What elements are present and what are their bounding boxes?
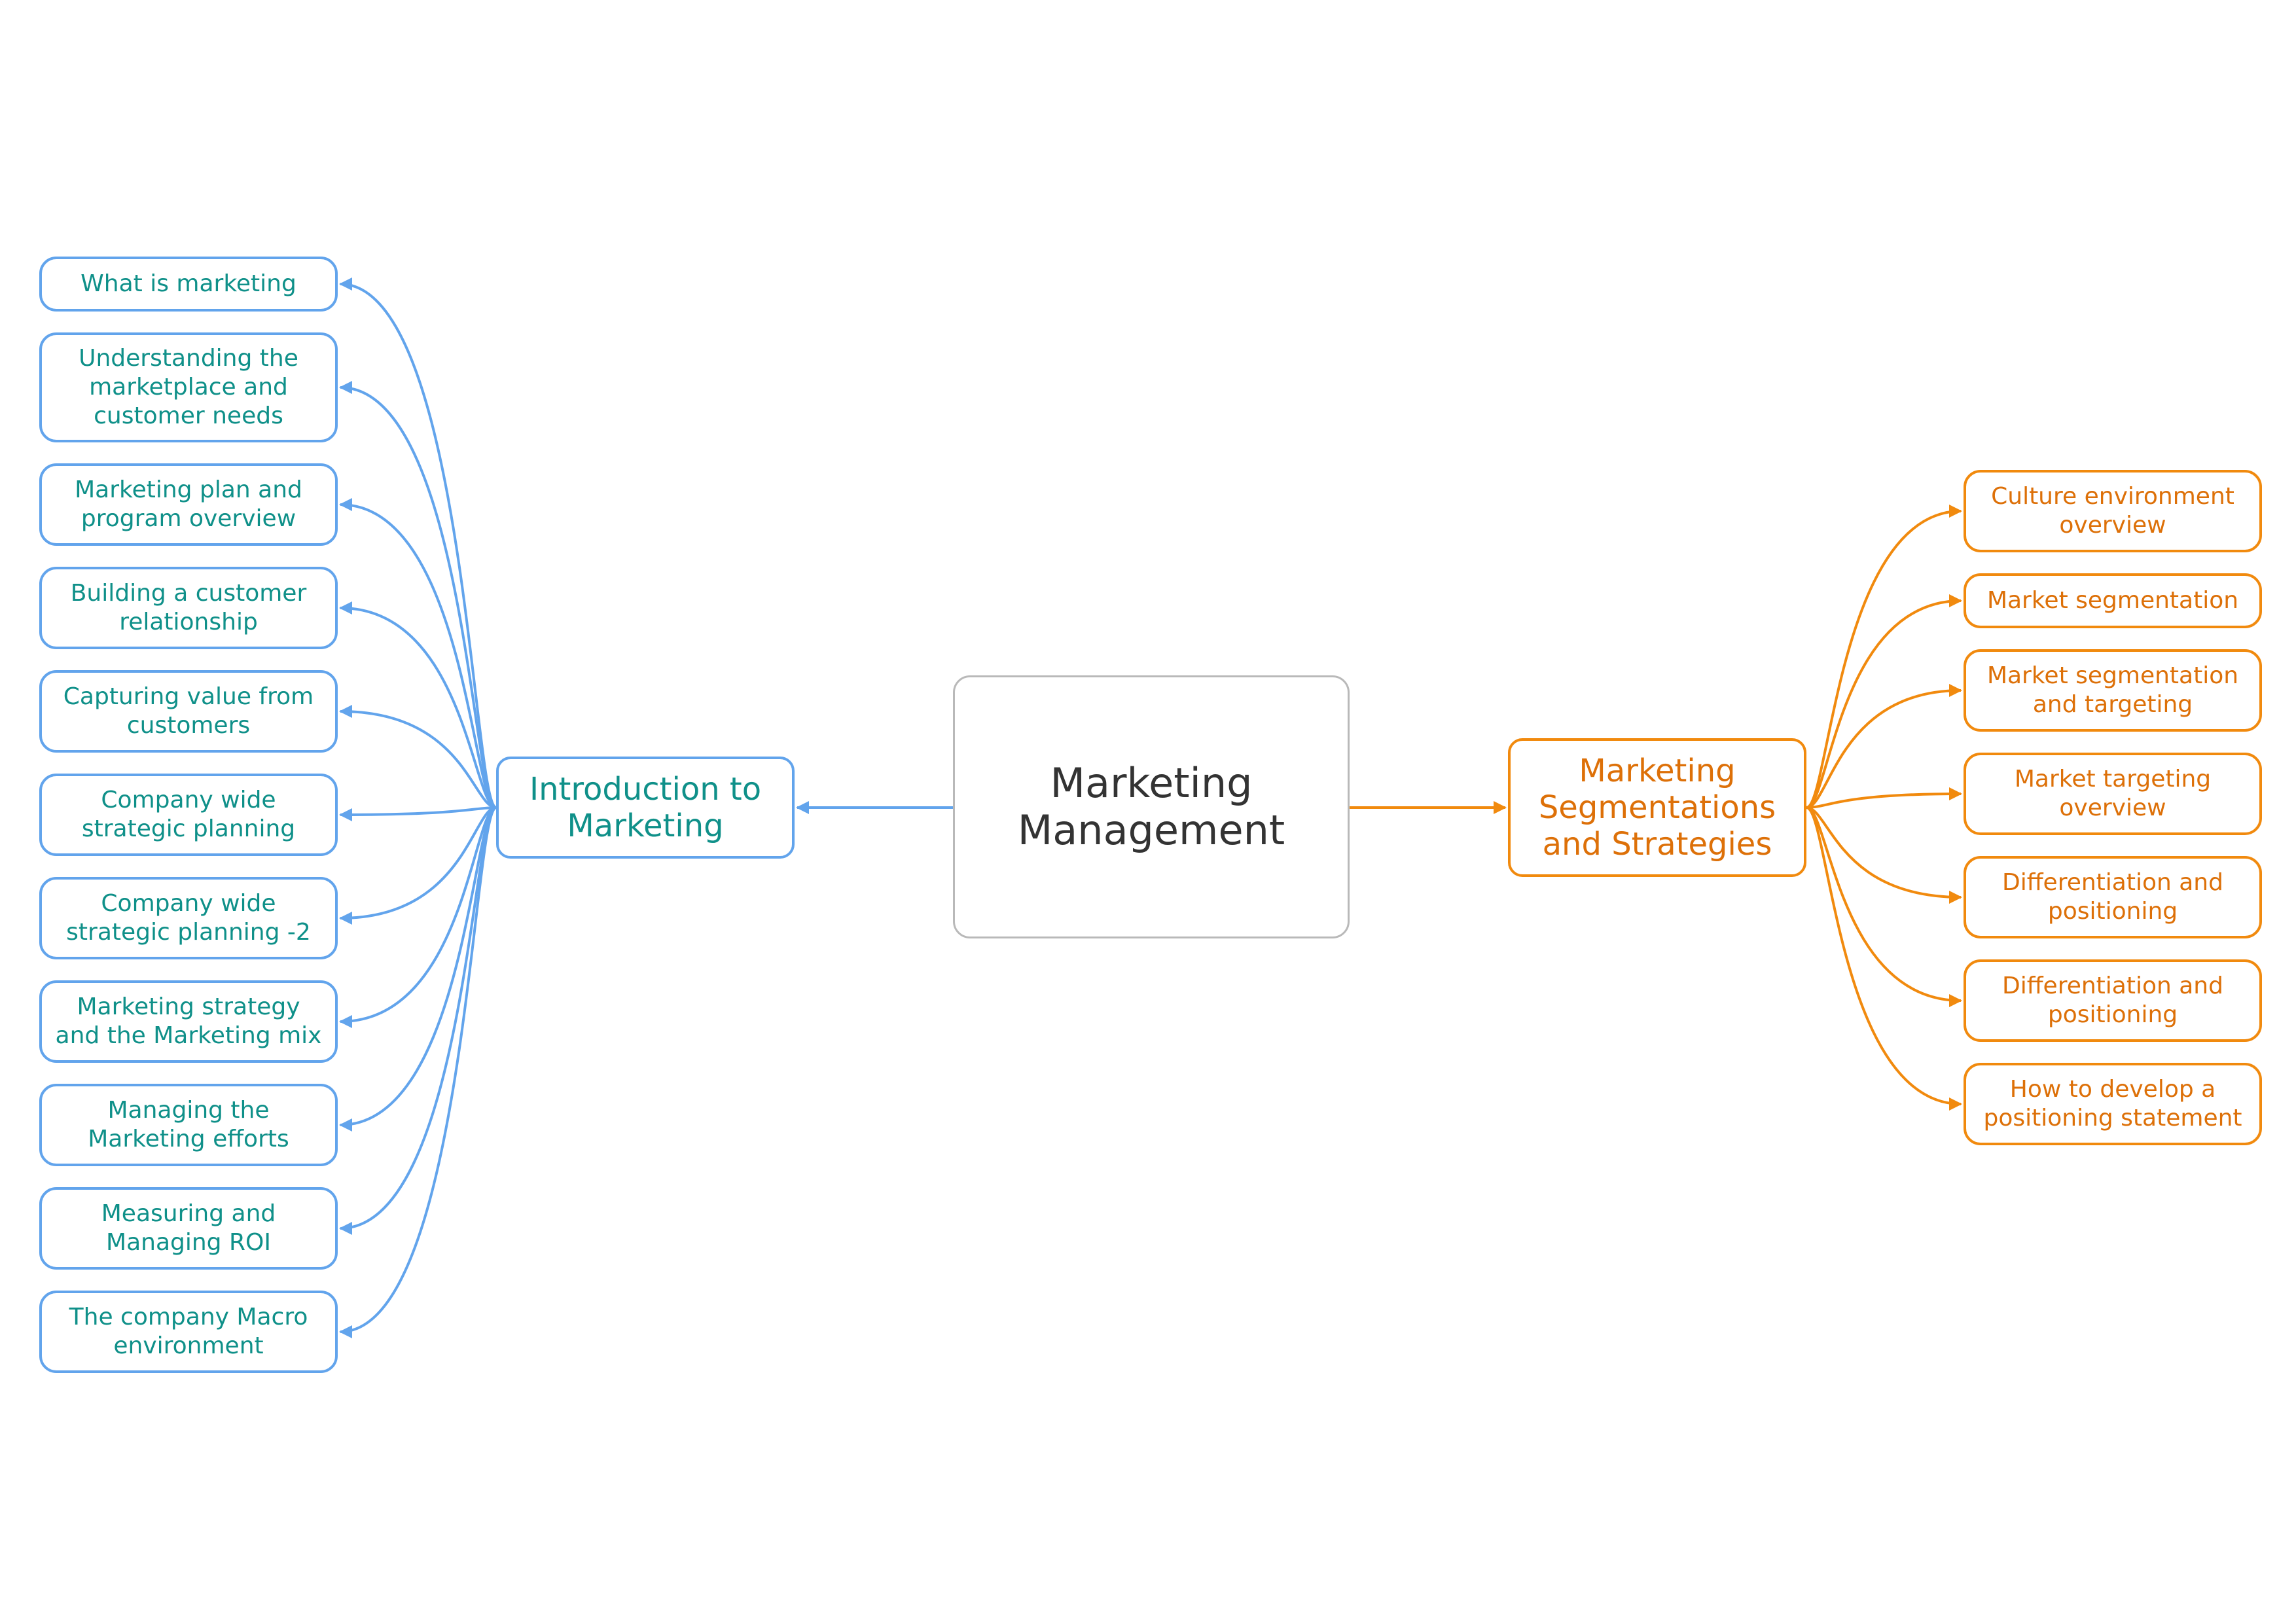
leaf-node-targeting-overview[interactable]: Market targeting overview (1964, 753, 2262, 835)
leaf-node-culture-environment[interactable]: Culture environment overview (1964, 470, 2262, 552)
branch-node-marketing-segmentations[interactable]: Marketing Segmentations and Strategies (1508, 738, 1806, 877)
branch-node-introduction-to-marketing[interactable]: Introduction to Marketing (496, 757, 795, 859)
right-branch-connector (1806, 594, 1962, 809)
right-branch-connector (1806, 806, 1962, 1007)
right-branch-connectors (1806, 505, 1962, 1111)
left-branch-connector (339, 806, 497, 821)
leaf-node-managing-marketing-efforts[interactable]: Managing the Marketing efforts (39, 1084, 338, 1166)
leaf-node-strategic-planning-2[interactable]: Company wide strategic planning -2 (39, 877, 338, 959)
left-branch-connector (339, 806, 497, 1028)
leaf-node-measuring-roi[interactable]: Measuring and Managing ROI (39, 1187, 338, 1270)
leaf-node-differentiation-positioning-2[interactable]: Differentiation and positioning (1964, 959, 2262, 1042)
leaf-node-segmentation-targeting[interactable]: Market segmentation and targeting (1964, 649, 2262, 732)
right-branch-connector (1806, 806, 1962, 1111)
right-branch-connector (1806, 505, 1962, 809)
right-branch-connector (1806, 684, 1962, 809)
leaf-node-marketing-mix[interactable]: Marketing strategy and the Marketing mix (39, 980, 338, 1063)
left-branch-connector (339, 601, 497, 809)
leaf-node-market-segmentation[interactable]: Market segmentation (1964, 573, 2262, 628)
leaf-node-what-is-marketing[interactable]: What is marketing (39, 257, 338, 312)
root-node[interactable]: Marketing Management (953, 675, 1350, 938)
right-branch-connector (1806, 787, 1962, 809)
left-branch-connector (339, 381, 497, 809)
leaf-node-understanding-marketplace[interactable]: Understanding the marketplace and custom… (39, 332, 338, 442)
left-branch-connector (339, 806, 497, 925)
left-branch-connector (339, 806, 497, 1132)
right-branch-connector (1806, 806, 1962, 904)
left-branch-connector (339, 498, 497, 809)
left-branch-connector (339, 705, 497, 809)
leaf-node-capturing-value[interactable]: Capturing value from customers (39, 670, 338, 753)
leaf-node-marketing-plan[interactable]: Marketing plan and program overview (39, 463, 338, 546)
leaf-node-positioning-statement[interactable]: How to develop a positioning statement (1964, 1063, 2262, 1145)
leaf-node-macro-environment[interactable]: The company Macro environment (39, 1291, 338, 1373)
leaf-node-customer-relationship[interactable]: Building a customer relationship (39, 567, 338, 649)
leaf-node-strategic-planning[interactable]: Company wide strategic planning (39, 774, 338, 856)
left-branch-connector (339, 806, 497, 1338)
left-branch-connectors (339, 277, 497, 1338)
leaf-node-differentiation-positioning-1[interactable]: Differentiation and positioning (1964, 856, 2262, 938)
